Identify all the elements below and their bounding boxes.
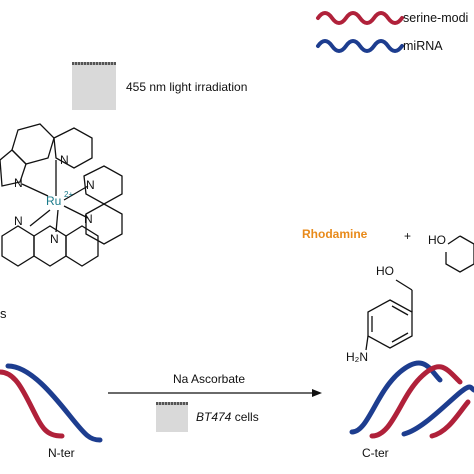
n-terminus-label: N-ter <box>48 446 75 460</box>
ru-charge-label: 2+ <box>64 190 74 199</box>
c-terminus-label: C-ter <box>362 446 389 460</box>
mirna-wave-icon <box>316 39 404 53</box>
plus-sign: + <box>404 229 412 243</box>
left-partial-label: s <box>0 306 7 321</box>
bpy-right-ring-bottom <box>85 203 123 245</box>
mirna-strand-left <box>5 363 103 443</box>
bpy-top-ring-far <box>0 149 27 187</box>
n-atom-label: N <box>84 212 93 226</box>
cells-suffix: cells <box>231 410 259 424</box>
legend-serine-label: serine-modi <box>403 11 469 25</box>
cyclo-bond-1 <box>447 235 461 245</box>
serine-strand-right-1 <box>369 364 463 439</box>
ru-bond-5 <box>29 209 51 227</box>
reagent-label: Na Ascorbate <box>173 372 246 386</box>
serine-wave-icon <box>316 11 404 25</box>
legend-mirna-label: miRNA <box>403 39 443 53</box>
ru-bond-6 <box>55 209 59 233</box>
cyclo-ring <box>445 235 474 273</box>
bpy-top-ring-right <box>53 127 93 169</box>
cells-label: BT474 cells <box>196 410 259 424</box>
nh2-bond <box>365 335 369 351</box>
serine-strand-right-2 <box>429 399 471 439</box>
ru-metal-label: Ru <box>46 194 62 208</box>
ru-bond-2 <box>21 183 49 197</box>
rhodamine-label: Rhodamine <box>302 227 368 241</box>
amine-label: H₂N <box>346 350 368 364</box>
n-atom-label: N <box>50 232 59 246</box>
ru-bond-4 <box>63 205 89 219</box>
n-atom-label: N <box>86 178 95 192</box>
n-atom-label: N <box>60 153 69 167</box>
oh-label: HO <box>376 264 394 278</box>
cell-line-name: BT474 <box>196 410 232 424</box>
bpy-right-ring-top <box>83 165 123 205</box>
ho-label-right: HO <box>428 233 446 247</box>
benzene-inner-3 <box>391 332 409 343</box>
benzene-inner-2 <box>391 305 409 316</box>
phen-ring-right <box>65 225 99 267</box>
ch2-oh-bond <box>395 279 413 291</box>
cells-well-icon <box>156 402 188 432</box>
light-irradiation-label: 455 nm light irradiation <box>126 80 248 94</box>
n-atom-label: N <box>14 176 23 190</box>
light-source-icon <box>72 62 116 110</box>
arrow-head-icon <box>312 389 322 397</box>
mirna-strand-right-2 <box>401 384 474 437</box>
serine-strand-left <box>0 369 65 439</box>
ru-bond-3 <box>63 185 89 201</box>
n-atom-label: N <box>14 214 23 228</box>
